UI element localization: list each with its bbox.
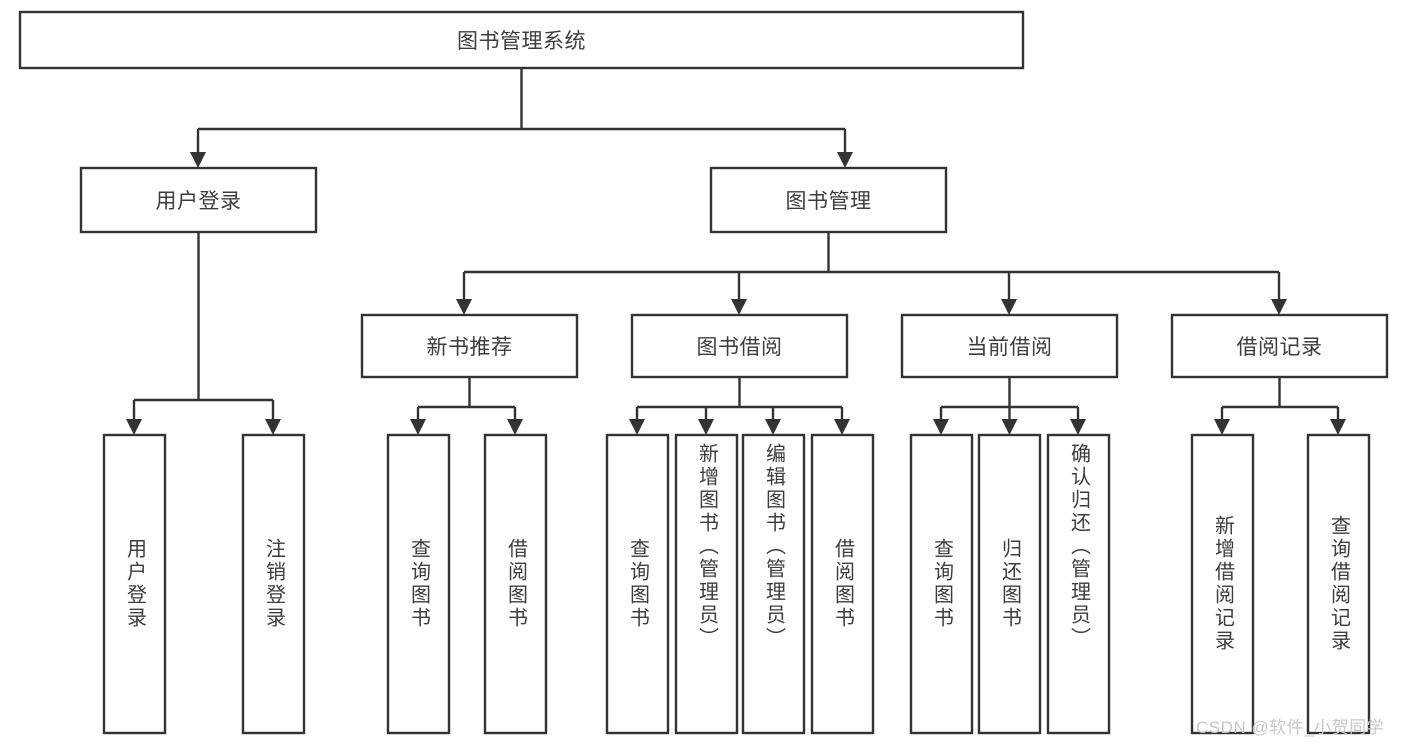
node-box-root[interactable] — [18, 10, 1025, 70]
node-box-leaf-8[interactable] — [909, 433, 974, 735]
node-box-leaf-2[interactable] — [386, 433, 451, 735]
connector-group-borrow-records — [1214, 377, 1346, 435]
csdn-watermark: CSDN @软件_小贺同学 — [1196, 718, 1385, 737]
node-box-level2-0[interactable] — [79, 166, 318, 234]
node-box-leaf-7[interactable] — [810, 433, 875, 735]
connector-group-user-login — [126, 232, 281, 435]
node-box-level3-1[interactable] — [630, 313, 849, 379]
node-box-leaf-0[interactable] — [102, 433, 167, 735]
node-box-level3-3[interactable] — [1170, 313, 1389, 379]
node-box-leaf-3[interactable] — [483, 433, 548, 735]
node-box-level3-2[interactable] — [900, 313, 1119, 379]
node-box-level3-0[interactable] — [360, 313, 579, 379]
node-box-leaf-11[interactable] — [1190, 433, 1255, 735]
node-box-leaf-9[interactable] — [977, 433, 1042, 735]
node-box-leaf-10[interactable] — [1046, 433, 1111, 735]
node-box-leaf-5[interactable] — [674, 433, 739, 735]
connector-group-root — [190, 68, 853, 168]
node-box-level2-1[interactable] — [709, 166, 948, 234]
connector-group-book-management — [456, 232, 1287, 315]
node-box-leaf-12[interactable] — [1306, 433, 1371, 735]
connector-group-new-book-recommend — [410, 377, 523, 435]
connector-group-current-borrow — [933, 377, 1086, 435]
node-box-leaf-6[interactable] — [741, 433, 806, 735]
node-box-leaf-4[interactable] — [605, 433, 670, 735]
node-box-leaf-1[interactable] — [241, 433, 306, 735]
connector-group-book-borrow — [629, 377, 850, 435]
